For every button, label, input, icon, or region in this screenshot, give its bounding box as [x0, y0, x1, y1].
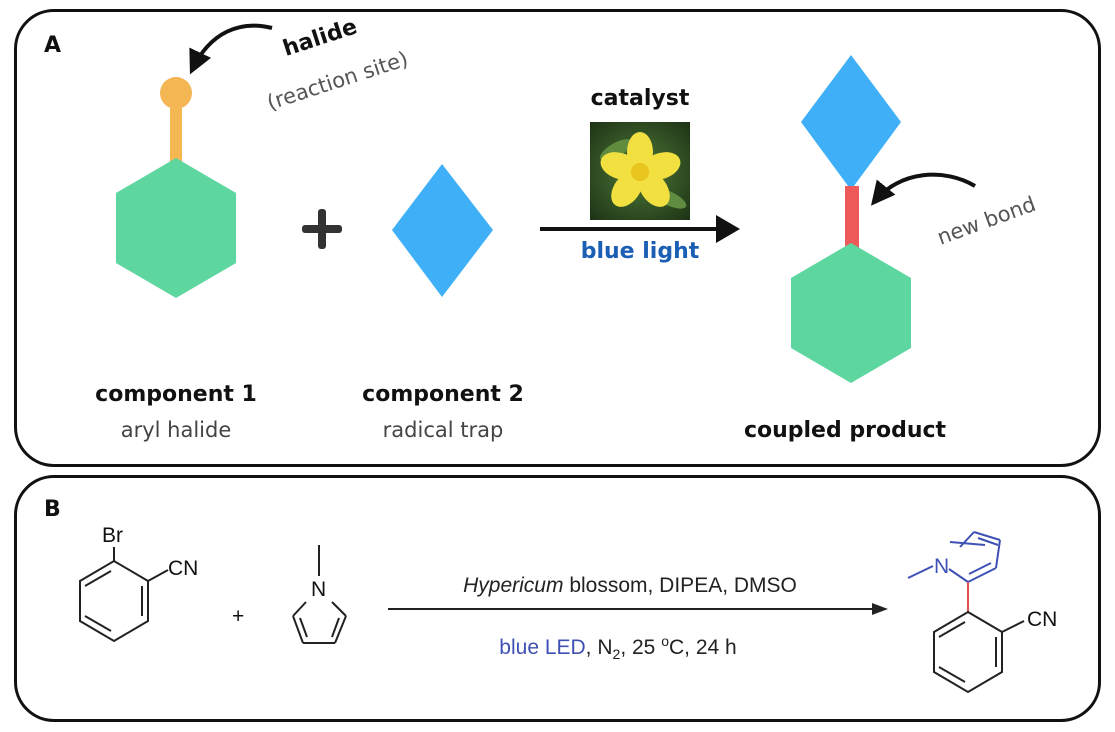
component2-subtitle: radical trap — [382, 418, 504, 442]
methylpyrrole-structure — [292, 545, 347, 644]
plus-sign-b: + — [232, 605, 245, 628]
pyrrole-n-label: N — [311, 578, 327, 601]
reaction-conditions: Hypericum blossom, DIPEA, DMSO — [463, 574, 797, 598]
plus-sign-a-vert — [318, 209, 326, 249]
temp-rest: C, 24 h — [668, 636, 737, 659]
component2-diamond — [392, 164, 493, 297]
reaction-arrowhead-b — [872, 603, 888, 615]
product-hexagon — [791, 243, 911, 383]
hypericum-text: Hypericum — [463, 574, 564, 597]
blue-light-label: blue light — [580, 239, 700, 264]
n2-subscript: 2 — [612, 646, 621, 663]
component2-title: component 2 — [362, 382, 524, 407]
new-bond-arrow — [870, 172, 977, 206]
cn-label: CN — [168, 557, 199, 580]
halide-arrow — [189, 23, 273, 75]
catalyst-label: catalyst — [590, 86, 690, 111]
reaction-arrowhead-a — [716, 215, 740, 243]
product-title: coupled product — [743, 418, 947, 443]
product-n-label: N — [934, 555, 950, 578]
product-diamond — [801, 55, 901, 190]
temp-text: , 25 — [620, 636, 662, 659]
panel-a-letter: A — [44, 33, 62, 58]
product-pyrrole — [907, 531, 1001, 583]
product-cn-label: CN — [1027, 608, 1058, 631]
bromobenzonitrile-structure — [79, 547, 169, 643]
n2-text: , N — [585, 636, 613, 659]
degree-superscript: o — [661, 633, 669, 649]
flower-icon — [600, 132, 687, 209]
component1-hexagon — [116, 158, 236, 298]
blue-led-label: blue LED — [499, 636, 586, 659]
conditions-rest: blossom, DIPEA, DMSO — [563, 574, 797, 597]
reaction-led-conditions: blue LED, N2, 25 oC, 24 h — [499, 633, 736, 662]
component1-title: component 1 — [95, 382, 257, 407]
halide-dot — [160, 77, 192, 109]
panel-b-letter: B — [44, 497, 61, 522]
new-bond — [845, 186, 859, 248]
panel-b — [14, 475, 1101, 722]
component1-subtitle: aryl halide — [120, 418, 232, 442]
product-benzonitrile — [933, 610, 1025, 694]
br-label: Br — [102, 524, 123, 547]
